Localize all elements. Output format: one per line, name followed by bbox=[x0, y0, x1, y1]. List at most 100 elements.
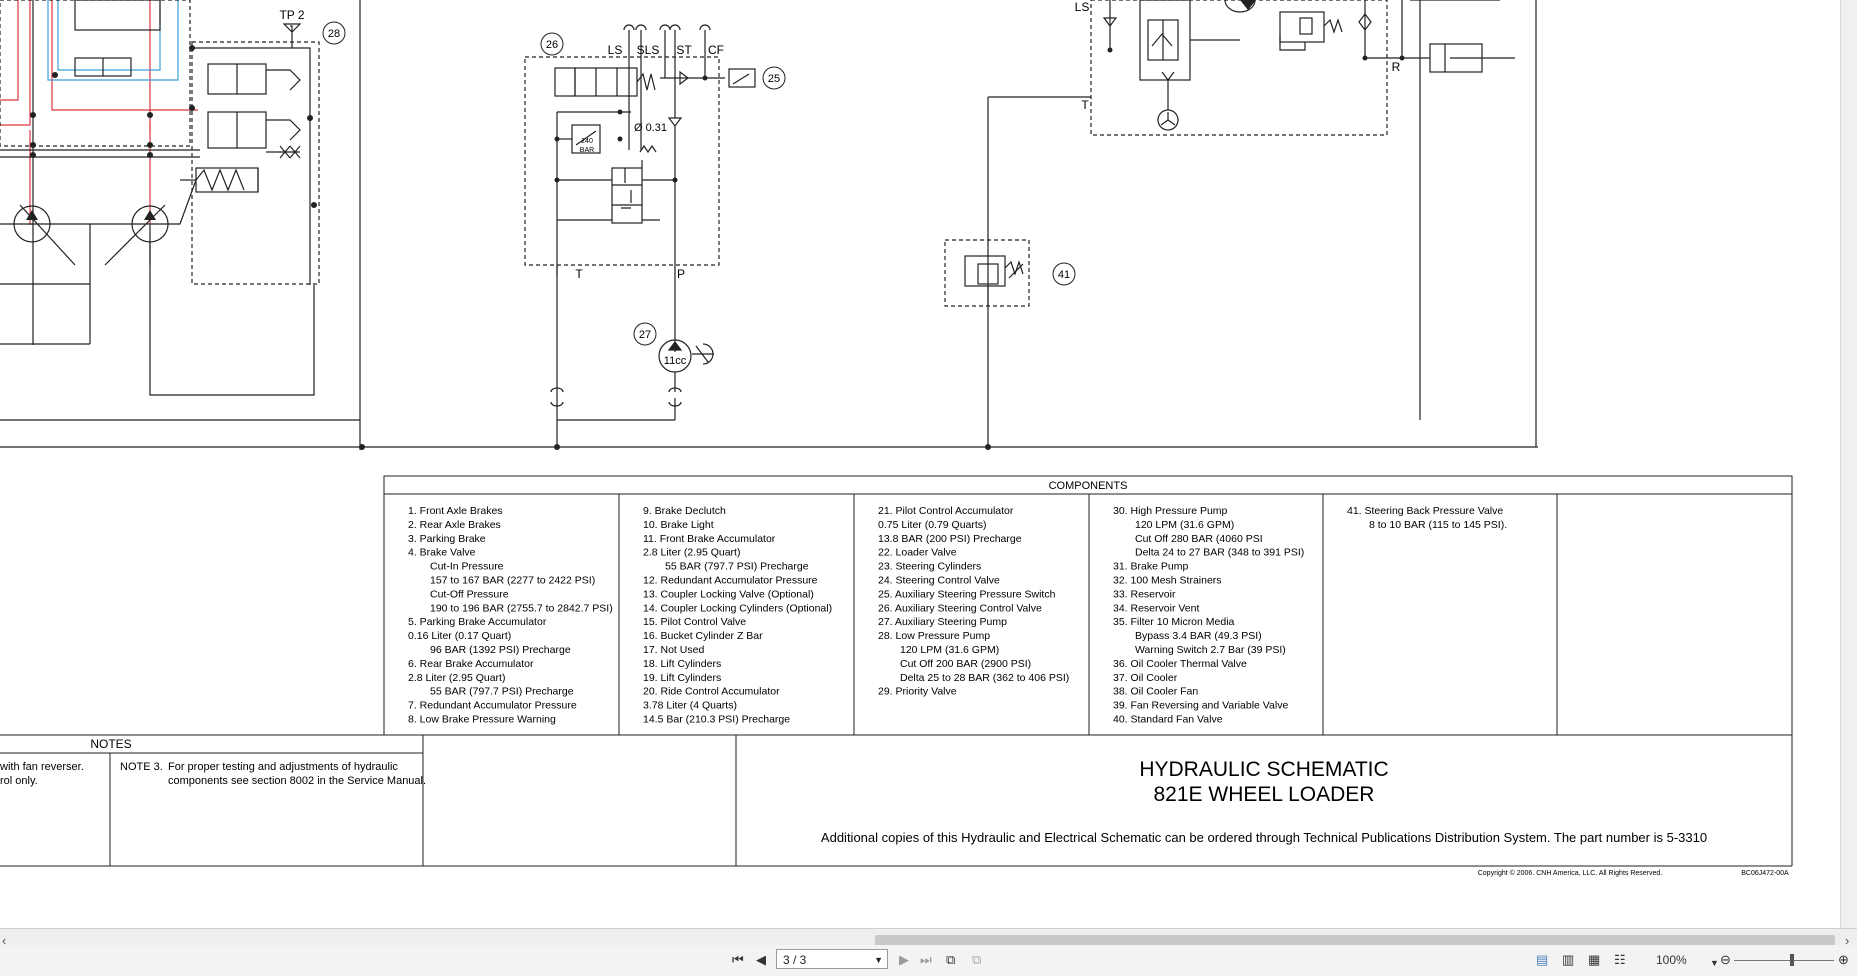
note3-label: NOTE 3. bbox=[120, 761, 163, 773]
component-item: 15. Pilot Control Valve bbox=[643, 616, 746, 628]
first-page-icon[interactable]: ⏮ bbox=[732, 952, 744, 967]
port-ls-label: LS bbox=[608, 43, 623, 57]
callout-26: 26 bbox=[540, 32, 564, 56]
document-viewer[interactable]: TP 2 28 bbox=[0, 0, 1841, 928]
zoom-out-icon[interactable]: ⊖ bbox=[1720, 952, 1731, 967]
component-item: 0.16 Liter (0.17 Quart) bbox=[408, 630, 511, 642]
component-item: 11. Front Brake Accumulator bbox=[643, 533, 776, 545]
component-spec: 190 to 196 BAR (2755.7 to 2842.7 PSI) bbox=[430, 602, 613, 614]
relief-240-label: 240 bbox=[581, 138, 593, 145]
pump-11cc-label: 11cc bbox=[664, 355, 687, 367]
component-item: 14.5 Bar (210.3 PSI) Precharge bbox=[643, 714, 790, 726]
component-item: 7. Redundant Accumulator Pressure bbox=[408, 700, 577, 712]
component-item: 0.75 Liter (0.79 Quarts) bbox=[878, 519, 987, 531]
port-t-label: T bbox=[575, 267, 583, 281]
component-item: 5. Parking Brake Accumulator bbox=[408, 616, 547, 628]
component-item: 14. Coupler Locking Cylinders (Optional) bbox=[643, 602, 832, 614]
component-item: 13.8 BAR (200 PSI) Precharge bbox=[878, 533, 1022, 545]
zoom-in-icon[interactable]: ⊕ bbox=[1838, 952, 1849, 967]
component-item: 21. Pilot Control Accumulator bbox=[878, 505, 1014, 517]
components-title: COMPONENTS bbox=[1049, 480, 1128, 492]
notes-fragment-line-2: rol only. bbox=[0, 775, 38, 787]
component-item: 16. Bucket Cylinder Z Bar bbox=[643, 630, 763, 642]
component-item: 3.78 Liter (4 Quarts) bbox=[643, 700, 737, 712]
port-cf-label: CF bbox=[708, 43, 724, 57]
component-spec: Delta 24 to 27 BAR (348 to 391 PSI) bbox=[1135, 547, 1304, 559]
vertical-scrollbar[interactable] bbox=[1840, 0, 1857, 928]
component-item: 37. Oil Cooler bbox=[1113, 672, 1178, 684]
component-item: 25. Auxiliary Steering Pressure Switch bbox=[878, 588, 1056, 600]
component-spec: Bypass 3.4 BAR (49.3 PSI) bbox=[1135, 630, 1262, 642]
zoom-slider[interactable] bbox=[1734, 960, 1834, 961]
component-item: 2. Rear Axle Brakes bbox=[408, 519, 501, 531]
scroll-left-icon[interactable]: ‹ bbox=[2, 933, 7, 948]
schematic-title: HYDRAULIC SCHEMATIC bbox=[1139, 758, 1388, 781]
right-t-label: T bbox=[1081, 98, 1089, 112]
component-item: 34. Reservoir Vent bbox=[1113, 602, 1199, 614]
component-spec: 55 BAR (797.7 PSI) Precharge bbox=[665, 561, 809, 573]
continuous-view-icon[interactable]: ▥ bbox=[1562, 952, 1575, 967]
component-item: 28. Low Pressure Pump bbox=[878, 630, 990, 642]
callout-28: 28 bbox=[322, 21, 346, 45]
component-item: 2.8 Liter (2.95 Quart) bbox=[408, 672, 505, 684]
component-item: 33. Reservoir bbox=[1113, 588, 1176, 600]
right-ls-label: LS bbox=[1075, 0, 1090, 14]
component-item: 4. Brake Valve bbox=[408, 547, 476, 559]
page-number-field[interactable]: 3 / 3 ▼ bbox=[776, 949, 888, 969]
tp2-label: TP 2 bbox=[279, 8, 304, 22]
component-spec: 96 BAR (1392 PSI) Precharge bbox=[430, 644, 571, 656]
port-p-label: P bbox=[677, 267, 685, 281]
component-spec: 120 LPM (31.6 GPM) bbox=[1135, 519, 1234, 531]
facing-pages-icon[interactable]: ▦ bbox=[1588, 952, 1601, 967]
scroll-right-icon[interactable]: › bbox=[1845, 933, 1850, 948]
chevron-down-icon[interactable]: ▼ bbox=[874, 955, 883, 965]
callout-25: 25 bbox=[762, 66, 786, 90]
component-spec: 120 LPM (31.6 GPM) bbox=[900, 644, 999, 656]
component-item: 10. Brake Light bbox=[643, 519, 714, 531]
component-item: 41. Steering Back Pressure Valve bbox=[1347, 505, 1503, 517]
note3-line-1: For proper testing and adjustments of hy… bbox=[168, 761, 398, 773]
single-page-view-icon[interactable]: ▤ bbox=[1536, 952, 1549, 967]
last-page-icon[interactable]: ⏭ bbox=[920, 952, 932, 967]
component-item: 36. Oil Cooler Thermal Valve bbox=[1113, 658, 1247, 670]
rotate-view-icon[interactable]: ⧉ bbox=[946, 952, 956, 967]
svg-text:28: 28 bbox=[328, 28, 340, 40]
component-item: 8. Low Brake Pressure Warning bbox=[408, 714, 556, 726]
zoom-level[interactable]: 100% bbox=[1656, 953, 1687, 967]
document-code: BC06J472-00A bbox=[1741, 870, 1789, 877]
component-spec: 55 BAR (797.7 PSI) Precharge bbox=[430, 686, 574, 698]
component-item: 20. Ride Control Accumulator bbox=[643, 686, 780, 698]
component-spec: Cut-In Pressure bbox=[430, 561, 504, 573]
component-item: 9. Brake Declutch bbox=[643, 505, 726, 517]
schematic-page: TP 2 28 bbox=[0, 0, 1793, 877]
component-item: 40. Standard Fan Valve bbox=[1113, 714, 1223, 726]
continuous-facing-icon[interactable]: ☷ bbox=[1614, 952, 1626, 967]
component-item: 39. Fan Reversing and Variable Valve bbox=[1113, 700, 1288, 712]
port-sls-label: SLS bbox=[637, 43, 660, 57]
component-item: 26. Auxiliary Steering Control Valve bbox=[878, 602, 1042, 614]
note3-line-2: components see section 8002 in the Servi… bbox=[168, 775, 426, 787]
relief-bar-label: BAR bbox=[580, 147, 594, 154]
zoom-slider-handle[interactable] bbox=[1790, 954, 1794, 966]
component-spec: 8 to 10 BAR (115 to 145 PSI). bbox=[1369, 519, 1507, 531]
prev-page-icon[interactable]: ◀ bbox=[756, 952, 766, 967]
component-item: 31. Brake Pump bbox=[1113, 561, 1188, 573]
next-page-icon[interactable]: ▶ bbox=[899, 952, 909, 967]
component-item: 30. High Pressure Pump bbox=[1113, 505, 1228, 517]
component-spec: Delta 25 to 28 BAR (362 to 406 PSI) bbox=[900, 672, 1069, 684]
component-item: 12. Redundant Accumulator Pressure bbox=[643, 575, 818, 587]
component-item: 22. Loader Valve bbox=[878, 547, 957, 559]
component-item: 2.8 Liter (2.95 Quart) bbox=[643, 547, 740, 559]
component-item: 13. Coupler Locking Valve (Optional) bbox=[643, 588, 814, 600]
component-item: 3. Parking Brake bbox=[408, 533, 486, 545]
port-st-label: ST bbox=[676, 43, 692, 57]
component-item: 23. Steering Cylinders bbox=[878, 561, 981, 573]
notes-fragment-line-1: with fan reverser. bbox=[0, 761, 84, 773]
component-item: 24. Steering Control Valve bbox=[878, 575, 1000, 587]
copy-view-icon[interactable]: ⧉ bbox=[972, 952, 982, 967]
component-item: 6. Rear Brake Accumulator bbox=[408, 658, 534, 670]
svg-text:41: 41 bbox=[1058, 269, 1070, 281]
zoom-dropdown-chevron-icon[interactable]: ▼ bbox=[1710, 958, 1719, 968]
component-item: 19. Lift Cylinders bbox=[643, 672, 721, 684]
